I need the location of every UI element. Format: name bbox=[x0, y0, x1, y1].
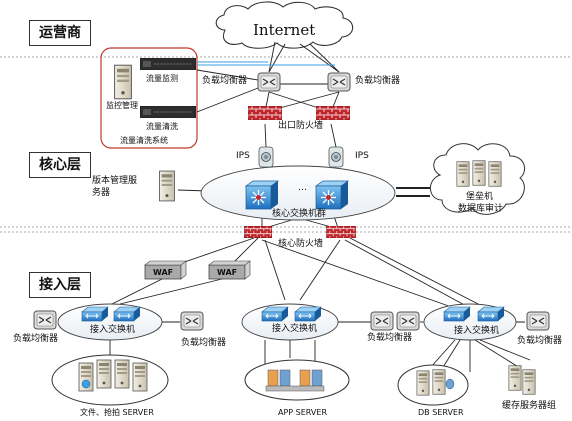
load-balancer-top-right-label: 负载均衡器 bbox=[355, 76, 401, 86]
version-server-label-line1: 版本管理服 bbox=[92, 176, 138, 186]
bastion-label: 堡垒机 bbox=[466, 192, 494, 202]
egress-firewall-label: 出口防火墙 bbox=[278, 121, 324, 131]
cache-server-1-icon bbox=[508, 365, 522, 391]
traffic-cleaning-label: 流量清洗 bbox=[146, 122, 178, 131]
egress-firewall-right-icon bbox=[316, 106, 350, 120]
access-switch-3-label: 接入交换机 bbox=[454, 326, 500, 336]
file-server-3-icon bbox=[114, 359, 130, 389]
core-firewall-label: 核心防火墙 bbox=[278, 239, 324, 249]
access-switch-1b-icon bbox=[113, 306, 141, 322]
zone-label-carrier: 运营商 bbox=[29, 20, 91, 46]
globe-icon bbox=[81, 379, 91, 389]
app-server-label: APP SERVER bbox=[278, 408, 328, 417]
bastion-server-3-icon bbox=[488, 161, 502, 187]
access-switch-2b-icon bbox=[294, 306, 322, 322]
db-server-1-icon bbox=[416, 370, 430, 396]
zone-separators bbox=[0, 56, 572, 233]
load-balancer-access-a-icon bbox=[33, 310, 57, 330]
cache-server-group-label: 缓存服务器组 bbox=[502, 401, 557, 411]
core-firewall-right-icon bbox=[326, 226, 356, 238]
load-balancer-top-right bbox=[327, 72, 351, 92]
waf-1-icon bbox=[144, 260, 187, 280]
load-balancer-top-left bbox=[257, 72, 281, 92]
app-server-rack-icons bbox=[265, 369, 325, 392]
db-server-label: DB SERVER bbox=[418, 408, 464, 417]
load-balancer-access-d-icon bbox=[396, 311, 420, 331]
traffic-monitor-appliance bbox=[140, 58, 196, 70]
zone-label-core: 核心层 bbox=[29, 152, 91, 178]
access-switch-2-label: 接入交换机 bbox=[272, 324, 318, 334]
access-switch-1-label: 接入交换机 bbox=[90, 325, 136, 335]
file-server-label: 文件、抢拍 SERVER bbox=[80, 408, 154, 417]
ips-left-label: IPS bbox=[236, 151, 250, 161]
waf-2-icon bbox=[208, 260, 251, 280]
traffic-cleaning-system-label: 流量清洗系统 bbox=[120, 136, 168, 145]
load-balancer-access-a-label: 负载均衡器 bbox=[13, 334, 59, 344]
traffic-cleaning-appliance bbox=[140, 106, 196, 118]
access-switch-1a-icon bbox=[81, 306, 109, 322]
load-balancer-top-left-label: 负载均衡器 bbox=[202, 76, 248, 86]
load-balancer-access-d-label: 负载均衡器 bbox=[517, 336, 563, 346]
version-management-server-icon bbox=[158, 170, 176, 202]
waf-1-label: WAF bbox=[153, 268, 174, 277]
database-audit-label: 数据库审计 bbox=[458, 204, 504, 214]
bastion-server-2-icon bbox=[472, 160, 486, 186]
ips-right-icon bbox=[328, 146, 344, 168]
ips-right-label: IPS bbox=[355, 151, 369, 161]
load-balancer-access-c-icon bbox=[370, 311, 394, 331]
cache-server-2-icon bbox=[522, 369, 536, 395]
core-switch-right-icon bbox=[315, 180, 349, 210]
core-switch-dots: … bbox=[298, 183, 307, 193]
traffic-cleaning-system-box bbox=[100, 47, 198, 149]
blue-links bbox=[197, 61, 335, 66]
monitor-management-server-icon bbox=[113, 64, 133, 100]
version-server-label-line2: 务器 bbox=[92, 188, 111, 198]
core-switch-left-icon bbox=[245, 180, 279, 210]
monitor-management-label: 监控管理 bbox=[106, 101, 138, 110]
file-server-2-icon bbox=[96, 359, 112, 389]
ips-left-icon bbox=[258, 146, 274, 168]
egress-firewall-left-icon bbox=[248, 106, 282, 120]
load-balancer-access-c-label: 负载均衡器 bbox=[367, 333, 413, 343]
access-switch-3a-icon bbox=[443, 306, 471, 322]
file-server-4-icon bbox=[132, 362, 148, 392]
internet-label: Internet bbox=[253, 21, 316, 39]
zone-label-access: 接入层 bbox=[29, 272, 91, 298]
core-switch-group-label: 核心交换机群 bbox=[272, 209, 327, 219]
internet-cloud bbox=[215, 1, 354, 49]
app-server-area bbox=[244, 359, 350, 401]
access-switch-2a-icon bbox=[261, 306, 289, 322]
db-server-2-icon bbox=[432, 369, 446, 395]
load-balancer-access-b-icon bbox=[180, 311, 204, 331]
database-icon bbox=[445, 378, 455, 390]
access-switch-3b-icon bbox=[477, 306, 505, 322]
load-balancer-access-e-icon bbox=[526, 311, 550, 331]
core-firewall-left-icon bbox=[244, 226, 272, 238]
load-balancer-access-b-label: 负载均衡器 bbox=[181, 338, 227, 348]
traffic-monitor-label: 流量监测 bbox=[146, 74, 178, 83]
bastion-server-1-icon bbox=[456, 161, 470, 187]
waf-2-label: WAF bbox=[217, 268, 238, 277]
